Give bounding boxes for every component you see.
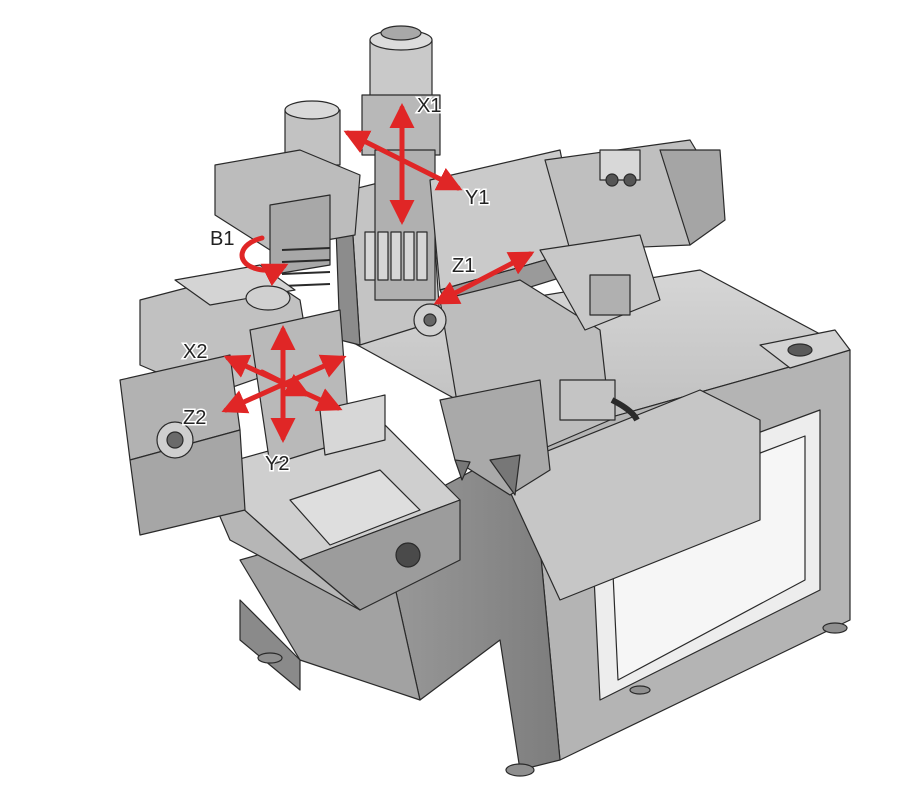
motor-icon	[589, 274, 631, 316]
corner-hole	[787, 343, 813, 357]
axis-label-y1: Y1	[465, 187, 489, 209]
bidirectional-arrow-icon	[343, 130, 463, 191]
machine-foot	[505, 763, 535, 777]
spindle-icon	[245, 285, 291, 311]
axis-arrows	[221, 103, 535, 443]
axis-label-z2: Z2	[183, 407, 206, 429]
bidirectional-arrow-icon	[259, 369, 311, 397]
machine-foot	[629, 685, 651, 695]
frame-back-panel	[499, 389, 761, 601]
axis-label-x1: X1	[417, 95, 441, 117]
bidirectional-arrow-icon	[433, 251, 535, 305]
axis-label-x2: X2	[183, 341, 207, 363]
center-carriage	[413, 234, 661, 496]
rotation-arrow-icon	[239, 235, 289, 287]
machine-foot	[257, 652, 283, 664]
axis-label-z1: Z1	[452, 255, 475, 277]
motor-icon	[559, 379, 616, 421]
lower-slide-bed	[199, 419, 461, 611]
axis-label-y2: Y2	[265, 453, 289, 475]
base-lower-front	[239, 599, 301, 691]
axis-label-b1: B1	[210, 228, 234, 250]
machine-foot	[822, 622, 848, 634]
tool-holders	[281, 247, 331, 287]
tool-cards	[364, 231, 428, 281]
upper-tool-head-b1	[214, 100, 361, 287]
